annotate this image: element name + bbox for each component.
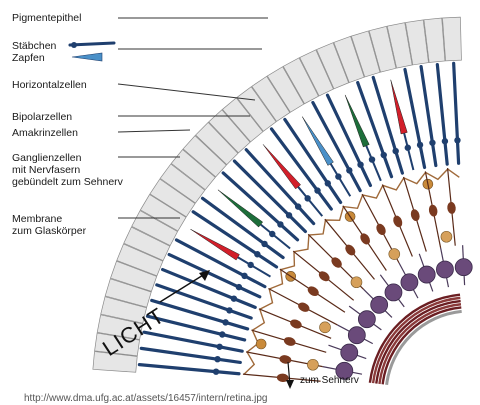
photoreceptor-nucleus (269, 231, 275, 237)
label-sehnerv: zum Sehnerv (300, 375, 359, 386)
bipolar-cell (447, 202, 457, 215)
photoreceptor-nucleus (346, 167, 352, 173)
cone-legend-icon (72, 53, 102, 61)
label-membrane: Membrane zum Glaskörper (12, 213, 86, 237)
label-staebchen: Stäbchen (12, 40, 56, 52)
photoreceptor-nucleus (222, 319, 228, 325)
cone-axon (404, 133, 413, 170)
rod-cell (421, 67, 436, 166)
photoreceptor-nucleus (417, 142, 423, 148)
rod-cell (373, 77, 402, 173)
cone-cell (302, 117, 333, 166)
bipolar-cell (428, 204, 439, 217)
photoreceptor-nucleus (213, 368, 219, 374)
photoreceptor-nucleus (325, 180, 331, 186)
leader-line (118, 130, 190, 132)
bipolar-cell (392, 214, 404, 228)
pigment-epithelium-cell (442, 17, 461, 61)
photoreceptor-nucleus (254, 251, 260, 257)
label-zapfen: Zapfen (12, 52, 45, 64)
photoreceptor-nucleus (231, 295, 237, 301)
ganglion-cell (358, 311, 375, 328)
photoreceptor-nucleus (219, 331, 225, 337)
photoreceptor-nucleus (369, 156, 375, 162)
rod-cell (234, 161, 305, 231)
photoreceptor-nucleus (405, 145, 411, 151)
rod-cell (223, 173, 297, 240)
photoreceptor-nucleus (286, 212, 292, 218)
photoreceptor-nucleus (392, 148, 398, 154)
rod-cell (139, 365, 239, 374)
label-amakrinzellen: Amakrinzellen (12, 127, 78, 139)
horizontal-cell (256, 339, 266, 349)
ganglion-cell (371, 296, 388, 313)
ganglion-cell (348, 327, 365, 344)
photoreceptor-nucleus (314, 187, 320, 193)
light-arrow-head (199, 270, 210, 281)
rod-cell (271, 129, 331, 209)
photoreceptor-nucleus (381, 152, 387, 158)
label-pigmentepithel: Pigmentepithel (12, 12, 81, 24)
cone-cell (263, 144, 301, 188)
amacrine-cell (441, 231, 452, 242)
source-url: http://www.dma.ufg.ac.at/assets/16457/in… (24, 393, 267, 404)
amacrine-cell (307, 359, 318, 370)
amacrine-cell (389, 249, 400, 260)
rod-cell (405, 69, 425, 167)
photoreceptor-nucleus (241, 273, 247, 279)
bipolar-cell (297, 301, 312, 314)
rod-cell (203, 198, 284, 257)
ganglion-cell (385, 284, 402, 301)
rod-cell (246, 150, 313, 224)
amacrine-cell (320, 322, 331, 333)
rod-cell (141, 348, 240, 362)
label-bipolarzellen: Bipolarzellen (12, 111, 72, 123)
label-horizontalzellen: Horizontalzellen (12, 79, 87, 91)
rod-cell (437, 65, 447, 165)
ganglion-cell (418, 266, 435, 283)
photoreceptor-nucleus (454, 137, 460, 143)
cone-cell (218, 190, 263, 227)
photoreceptor-nucleus (226, 307, 232, 313)
ganglion-cell (455, 259, 472, 276)
bipolar-cell (358, 232, 372, 247)
photoreceptor-nucleus (295, 203, 301, 209)
label-ganglienzellen: Ganglienzellen mit Nervfasern gebündelt … (12, 152, 123, 188)
photoreceptor-nucleus (442, 138, 448, 144)
photoreceptor-nucleus (236, 284, 242, 290)
ganglion-cell (341, 344, 358, 361)
cone-cell (391, 80, 408, 134)
photoreceptor-nucleus (429, 140, 435, 146)
photoreceptor-nucleus (277, 221, 283, 227)
ganglion-cell (401, 274, 418, 291)
optic-nerve-arrow-head (286, 380, 294, 389)
photoreceptor-nucleus (357, 161, 363, 167)
photoreceptor-nucleus (304, 195, 310, 201)
cone-axon (366, 146, 381, 181)
leader-line (118, 84, 255, 100)
photoreceptor-nucleus (216, 344, 222, 350)
bipolar-cell (306, 284, 321, 298)
photoreceptor-nucleus (261, 241, 267, 247)
rod-legend-nucleus (71, 42, 77, 48)
ganglion-cell (436, 261, 453, 278)
bipolar-cell (283, 336, 297, 347)
bipolar-cell (279, 354, 292, 365)
cone-cell (190, 229, 239, 260)
inner-limiting-membrane (387, 311, 462, 384)
photoreceptor-nucleus (214, 356, 220, 362)
bipolar-cell (409, 208, 421, 222)
photoreceptor-nucleus (335, 173, 341, 179)
bipolar-cell (374, 222, 387, 237)
amacrine-cell (351, 277, 362, 288)
bipolar-cell (289, 318, 303, 330)
rod-cell (454, 63, 459, 163)
photoreceptor-nucleus (247, 262, 253, 268)
